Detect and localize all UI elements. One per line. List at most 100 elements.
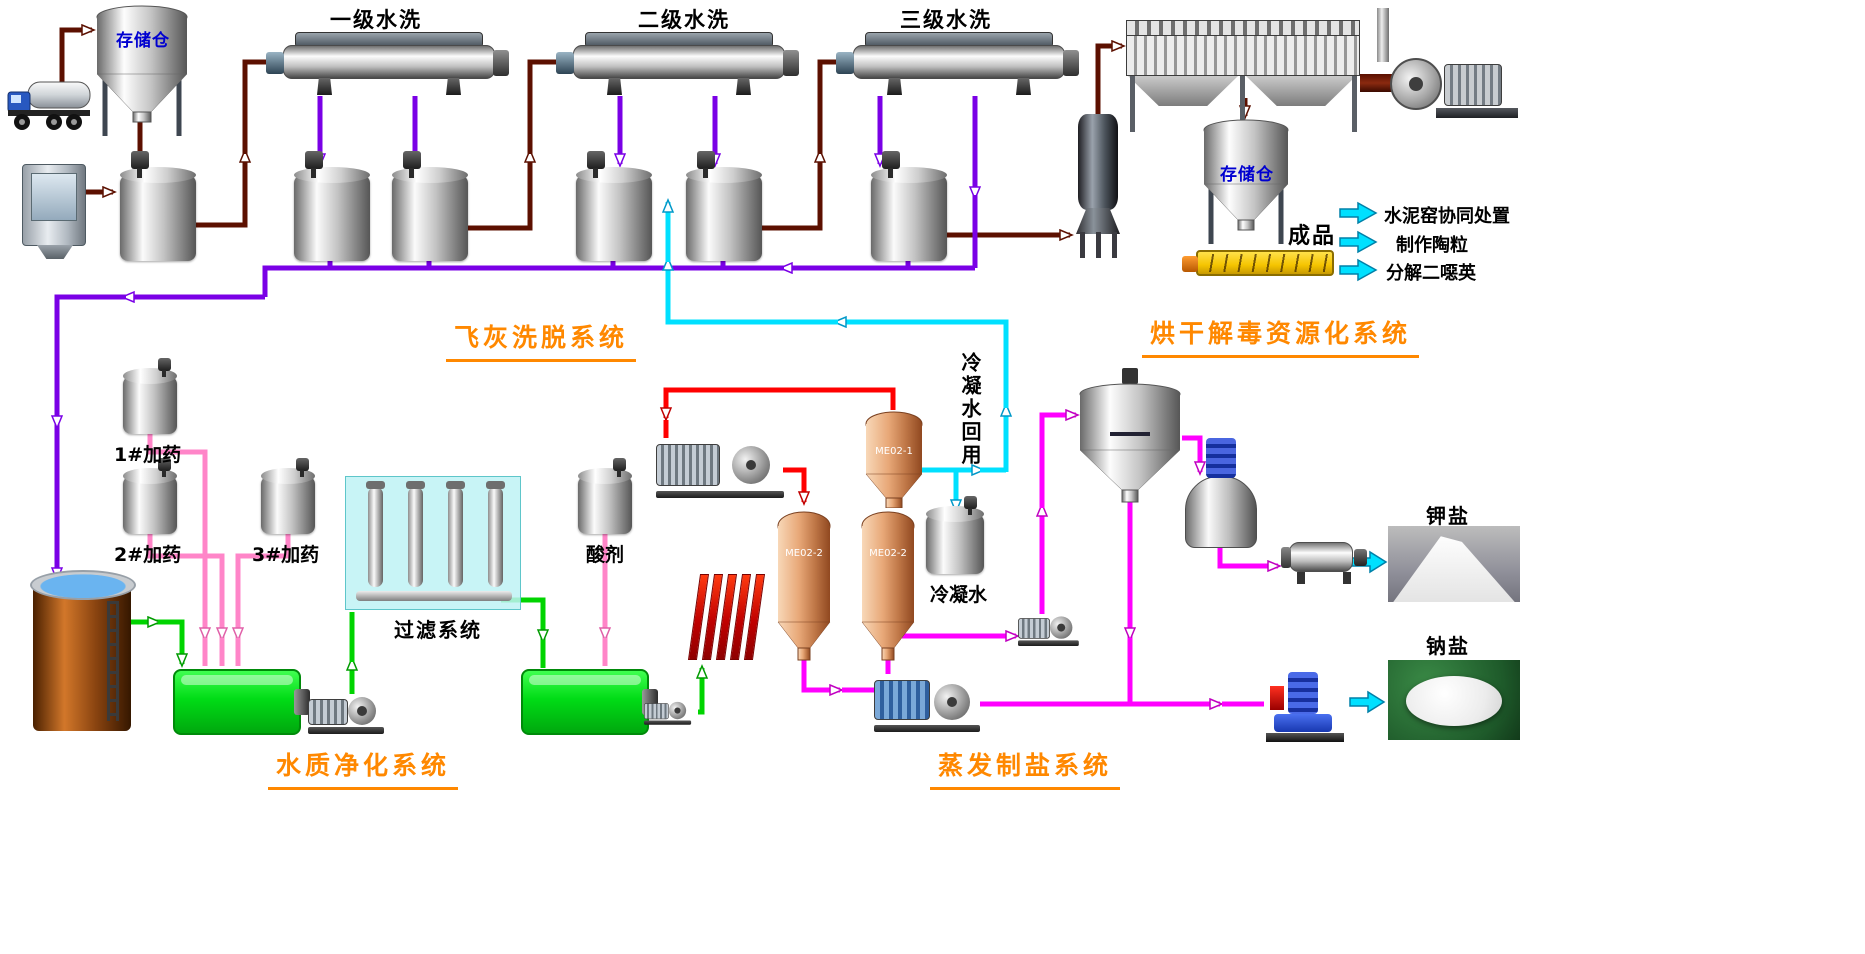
neutralization-tank-1 — [173, 669, 310, 735]
column-body — [1078, 114, 1118, 210]
feed-pump — [1018, 614, 1079, 646]
agitator-motor — [696, 151, 715, 178]
silo-1-label: 存储仓 — [116, 31, 170, 51]
evaporator-tag: ME02-1 — [875, 446, 913, 457]
dosing-3-label: 3#加药 — [252, 544, 320, 566]
bag-filter — [1126, 20, 1360, 132]
pump-base — [1266, 733, 1344, 742]
bag-filter-leg — [1352, 76, 1357, 132]
bag-filter-body — [1126, 36, 1360, 76]
condensate-motor — [964, 496, 978, 515]
slurry-tank-3 — [392, 151, 468, 261]
pump-motor — [644, 703, 669, 720]
product-conveyor — [1182, 250, 1334, 276]
dosing-motor — [157, 358, 171, 377]
arrow-to-cement-kiln — [1339, 201, 1378, 225]
dryer-column — [1076, 114, 1120, 258]
acid-label: 酸剂 — [586, 544, 625, 566]
washer-gearbox — [1063, 50, 1079, 76]
washer-leg — [736, 78, 751, 95]
washer-gearbox — [783, 50, 799, 76]
pump-base — [656, 491, 784, 498]
filter-manifold — [356, 591, 512, 601]
mixing-tank — [1079, 368, 1181, 503]
washer-leg — [446, 78, 461, 95]
cyan-block-arrows — [1339, 201, 1388, 714]
silo-2-label: 存储仓 — [1220, 165, 1274, 185]
pump-motor — [656, 444, 720, 486]
slurry-tank-5 — [686, 151, 762, 261]
washer-feed-unit — [836, 52, 854, 74]
bag-filter-header — [1126, 20, 1360, 36]
acid-motor — [612, 458, 626, 477]
crystallizer-reactor — [1185, 476, 1257, 548]
washer-2-label: 二级水洗 — [638, 8, 730, 32]
arrow-to-ceramsite — [1339, 230, 1378, 254]
washer-leg — [1016, 78, 1031, 95]
agitator-motor — [586, 151, 605, 178]
dosing-2-label: 2#加药 — [114, 544, 182, 566]
output-cement-kiln: 水泥窑协同处置 — [1384, 206, 1510, 227]
title-fly-ash-washing: 飞灰洗脱系统 — [446, 318, 637, 362]
centrifuge-leg — [1343, 572, 1351, 584]
finished-product-label: 成品 — [1288, 224, 1337, 249]
condensate-label: 冷凝水 — [930, 584, 988, 606]
conveyor-motor — [1182, 256, 1198, 272]
pump-base — [644, 720, 692, 725]
evaporator-ME02-2-b: ME02-2 — [861, 511, 915, 661]
bag-filter-hopper — [1246, 76, 1356, 106]
column-leg — [1112, 232, 1117, 258]
centrifuge-gearbox — [1354, 549, 1367, 566]
washer-body — [573, 45, 785, 79]
arrow-to-dioxin — [1339, 258, 1378, 282]
filter-system-label: 过滤系统 — [394, 618, 482, 642]
wastewater-tank — [30, 570, 136, 731]
ash-feeder-bin — [22, 164, 86, 246]
washer-body — [283, 45, 495, 79]
pump-head — [1050, 616, 1073, 639]
evaporator-tag: ME02-2 — [869, 548, 907, 559]
pump-casing — [1274, 714, 1332, 732]
filter-column — [366, 481, 385, 587]
potassium-salt-label: 钾盐 — [1426, 504, 1470, 528]
potassium-salt-photo — [1388, 526, 1520, 602]
pump-motor — [874, 680, 930, 720]
condensate-reuse-label: 冷凝水回用 — [958, 352, 982, 467]
filter-column — [446, 481, 465, 587]
centrifuge-leg — [1297, 572, 1305, 584]
pump-base — [1018, 640, 1079, 646]
column-leg — [1096, 232, 1101, 258]
pump-motor — [1018, 618, 1050, 639]
washer-feed-unit — [556, 52, 574, 74]
pump-motor — [308, 699, 348, 725]
washer-stage-2 — [556, 32, 799, 95]
washer-feed-unit — [266, 52, 284, 74]
evaporator-ME02-1: ME02-1 — [865, 411, 923, 508]
storage-silo-1 — [96, 5, 188, 136]
evaporator-tag: ME02-2 — [785, 548, 823, 559]
washer-leg — [607, 78, 622, 95]
centrifuge-cap — [1281, 547, 1291, 568]
salt-pile — [1393, 536, 1515, 602]
pump-base — [874, 725, 980, 732]
washer-3-label: 三级水洗 — [900, 8, 992, 32]
mother-liquor-pump — [874, 674, 980, 732]
neutralization-tank-2 — [521, 669, 658, 735]
pump-motor — [1288, 672, 1318, 714]
agitator-motor — [304, 151, 323, 178]
filter-unit — [345, 476, 521, 610]
fan-motor — [1444, 64, 1502, 106]
pump-base — [308, 727, 384, 734]
dosing-tank-2 — [123, 458, 177, 534]
filter-column — [406, 481, 425, 587]
circulation-pump — [656, 436, 784, 498]
washer-stage-3 — [836, 32, 1079, 95]
salt-blob — [1406, 676, 1502, 726]
pump-valve — [1270, 686, 1284, 710]
fan-base — [1436, 108, 1518, 118]
tanker-truck — [7, 81, 91, 130]
washer-gearbox — [493, 50, 509, 76]
induced-draft-fan — [1390, 58, 1442, 110]
bag-filter-leg — [1130, 76, 1135, 132]
